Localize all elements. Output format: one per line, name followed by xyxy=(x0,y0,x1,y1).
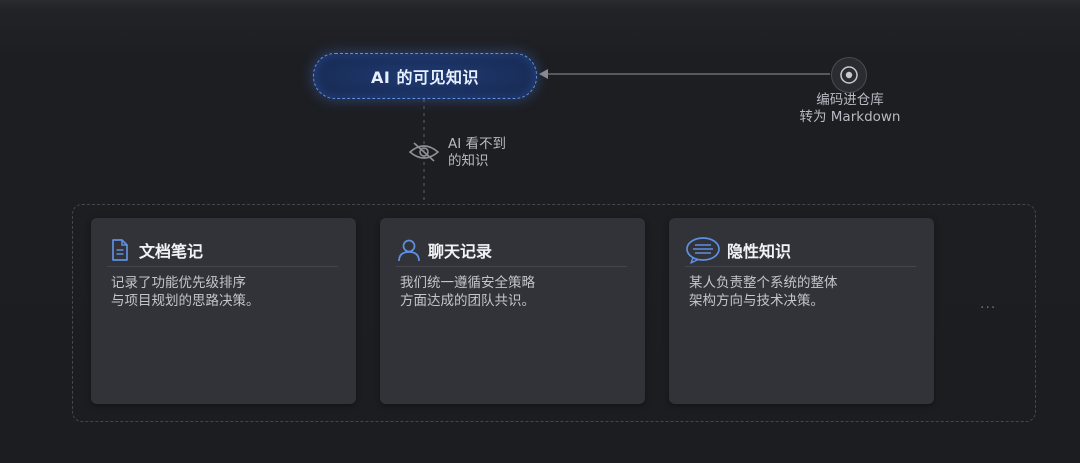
visible-knowledge-label: AI 的可见知识 xyxy=(371,68,479,87)
card-docs: 文档笔记 记录了功能优先级排序 与项目规划的思路决策。 xyxy=(91,218,356,404)
hidden-knowledge-group xyxy=(72,204,1036,422)
card-title: 文档笔记 xyxy=(139,242,204,261)
visible-knowledge-node: AI 的可见知识 xyxy=(313,53,537,99)
card-description-line1: 某人负责整个系统的整体 xyxy=(689,275,838,291)
card-tacit: 隐性知识 某人负责整个系统的整体 架构方向与技术决策。 xyxy=(669,218,934,404)
card-description-line1: 记录了功能优先级排序 xyxy=(111,275,246,291)
card-header: 文档笔记 xyxy=(107,234,338,267)
card-header: 隐性知识 xyxy=(685,234,916,267)
eye-off-icon xyxy=(408,141,440,167)
target-icon xyxy=(831,57,867,93)
chat-bubble-icon xyxy=(685,237,721,264)
card-title: 隐性知识 xyxy=(727,242,792,261)
card-description: 某人负责整个系统的整体 架构方向与技术决策。 xyxy=(689,274,918,310)
card-description-line1: 我们统一遵循安全策略 xyxy=(400,275,535,291)
card-description-line2: 与项目规划的思路决策。 xyxy=(111,293,260,309)
source-caption-line2: 转为 Markdown xyxy=(799,109,901,125)
card-description: 我们统一遵循安全策略 方面达成的团队共识。 xyxy=(400,274,629,310)
card-description-line2: 方面达成的团队共识。 xyxy=(400,293,535,309)
card-description-line2: 架构方向与技术决策。 xyxy=(689,293,824,309)
user-icon xyxy=(396,237,422,263)
card-title: 聊天记录 xyxy=(428,242,493,261)
hidden-caption-line2: 的知识 xyxy=(448,153,489,169)
card-chat: 聊天记录 我们统一遵循安全策略 方面达成的团队共识。 xyxy=(380,218,645,404)
source-caption: 编码进仓库 转为 Markdown xyxy=(770,92,930,126)
card-header: 聊天记录 xyxy=(396,234,627,267)
hidden-caption: AI 看不到 的知识 xyxy=(448,136,506,170)
hidden-caption-line1: AI 看不到 xyxy=(448,136,507,152)
document-icon xyxy=(107,237,133,263)
card-description: 记录了功能优先级排序 与项目规划的思路决策。 xyxy=(111,274,340,310)
source-caption-line1: 编码进仓库 xyxy=(816,92,884,108)
more-indicator: ··· xyxy=(980,300,997,316)
